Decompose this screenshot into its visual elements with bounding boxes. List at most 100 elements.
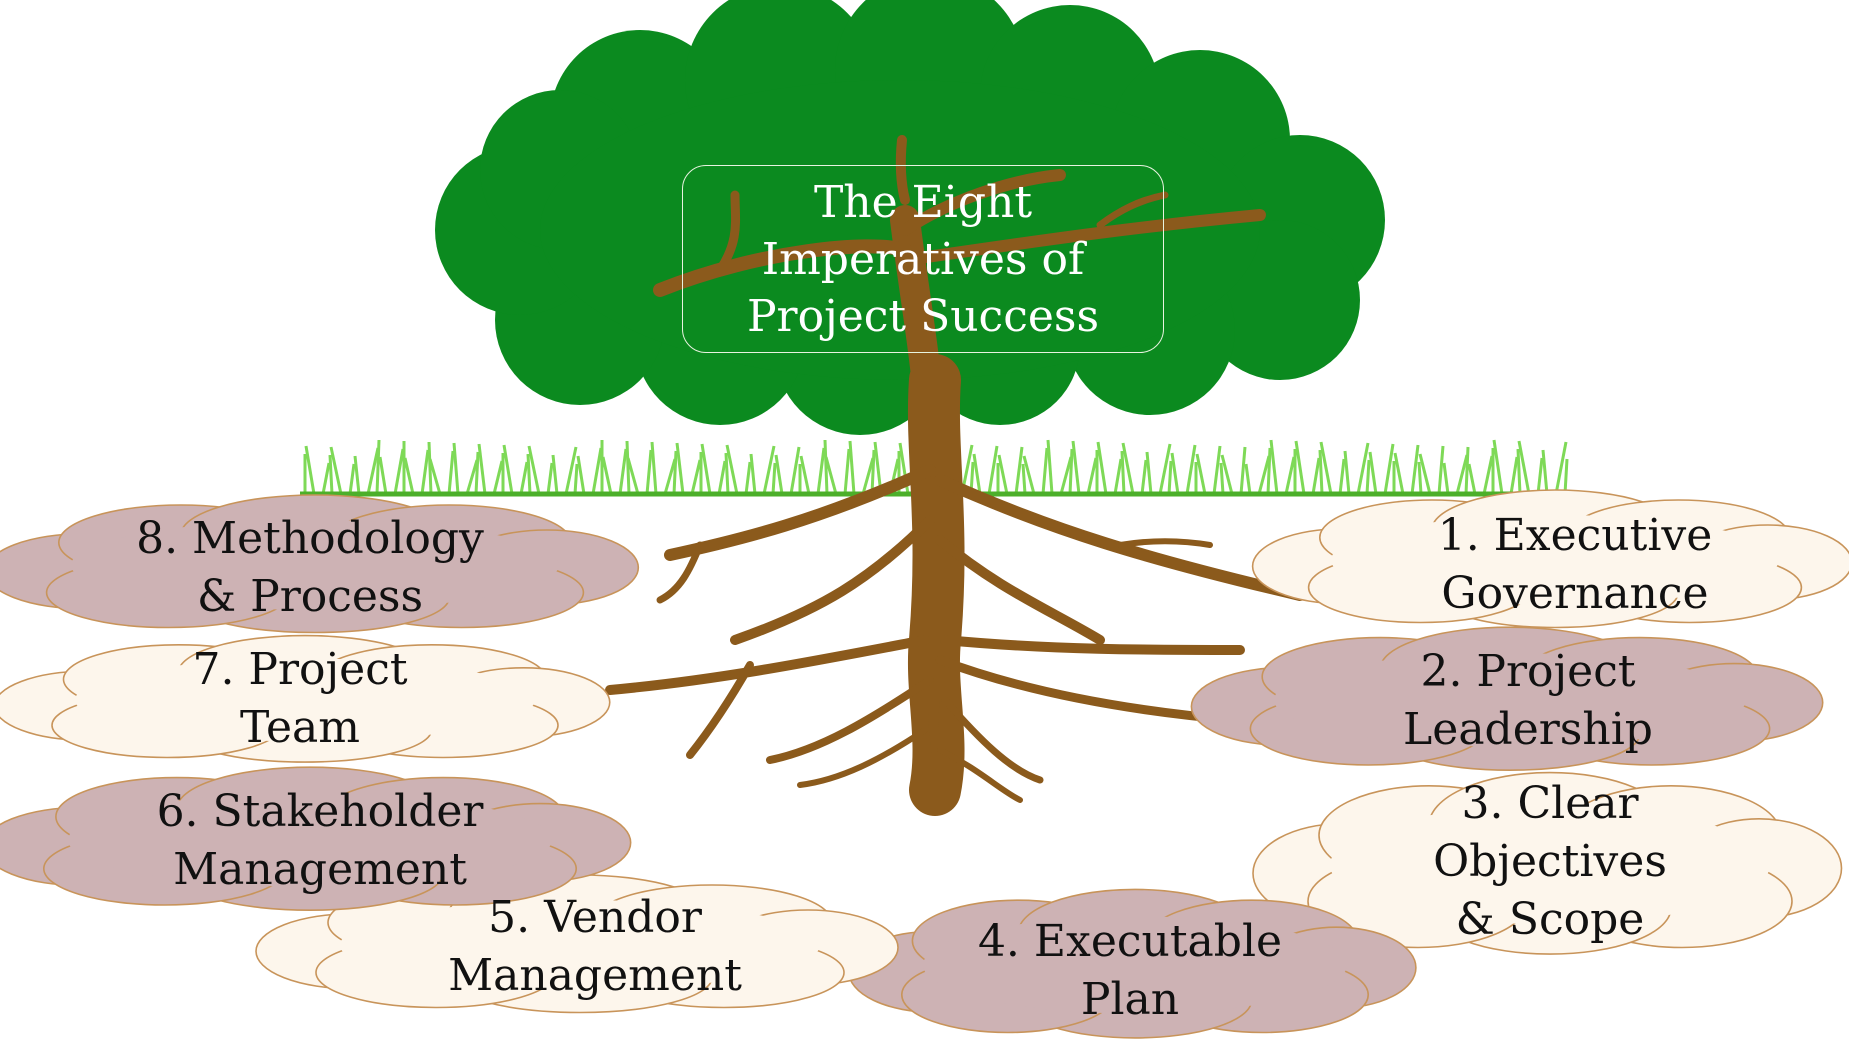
grass-blade [816, 447, 826, 495]
grass-blade [1219, 462, 1225, 495]
grass-blade [1442, 462, 1450, 495]
grass-blade [1563, 458, 1569, 495]
imperative-1-executive-governance: 1. Executive Governance [1438, 507, 1713, 623]
grass-blade [1365, 459, 1371, 495]
grass-blade [645, 449, 653, 495]
imperative-2-line-2: Leadership [1403, 704, 1653, 755]
grass-blade [987, 445, 999, 495]
grass-blade [771, 462, 777, 495]
imperative-1-line-1: 1. Executive [1437, 510, 1713, 561]
grass-blade [378, 456, 388, 495]
grass-blade [1170, 452, 1180, 495]
imperative-6-stakeholder-management: 6. Stakeholder Management [157, 783, 484, 899]
grass-blade [1482, 455, 1494, 495]
imperative-4-line-2: Plan [1080, 974, 1180, 1025]
grass-blade [1046, 439, 1054, 495]
imperative-8-line-1: 8. Methodology [136, 513, 484, 564]
imperative-2-project-leadership: 2. Project Leadership [1403, 643, 1653, 759]
grass-blade [1244, 463, 1252, 495]
imperative-2-line-1: 2. Project [1420, 646, 1636, 697]
grass-blade [1068, 448, 1074, 495]
grass-blade [823, 439, 829, 495]
grass-blade [526, 453, 532, 495]
grass-blade [1343, 450, 1351, 495]
title-text: The Eight Imperatives of Project Success [747, 174, 1099, 345]
grass-blade [1368, 451, 1378, 495]
grass-blade [348, 463, 356, 495]
grass-blade [870, 449, 876, 495]
grass-blade [1212, 445, 1222, 495]
grass-blade [1041, 447, 1049, 495]
grass-blade [724, 452, 730, 495]
imperative-8-line-2: & Process [196, 571, 424, 622]
grass-blade [1121, 442, 1135, 495]
cloud-shape-6 [0, 766, 632, 911]
grass-blade [1071, 440, 1081, 495]
grass-blade [1266, 447, 1272, 495]
grass-blade [1541, 449, 1549, 495]
cloud-shape-1 [1251, 489, 1849, 629]
grass-blade [749, 453, 757, 495]
grass-blade [1113, 458, 1123, 495]
grass-strip [303, 439, 1569, 495]
grass-blade [744, 461, 752, 495]
grass-blade [564, 446, 578, 495]
imperative-7-line-1: 7. Project [192, 644, 408, 695]
grass-blade [997, 454, 1009, 495]
grass-blade [675, 442, 685, 495]
grass-blade [591, 447, 603, 495]
grass-blade [1383, 443, 1395, 495]
imperative-3-clear-objectives: 3. Clear Objectives & Scope [1433, 775, 1667, 949]
grass-blade [403, 457, 415, 495]
grass-blade [393, 448, 405, 495]
grass-blade [1140, 459, 1148, 495]
cloud-shape-5 [255, 874, 899, 1014]
imperative-6-line-2: Management [173, 844, 467, 895]
grass-blade [420, 449, 430, 495]
grass-blade [1536, 457, 1544, 495]
grass-blade [717, 460, 727, 495]
grass-blade [304, 445, 316, 495]
grass-blade [1319, 441, 1333, 495]
grass-blade [824, 456, 838, 495]
grass-blade [1185, 444, 1197, 495]
grass-blade [1437, 445, 1445, 495]
imperative-3-line-3: & Scope [1455, 894, 1645, 945]
grass-blade [353, 455, 361, 495]
grass-blade [427, 441, 433, 495]
grass-blade [474, 451, 480, 495]
grass-blade [546, 462, 554, 495]
title-line-3: Project Success [746, 290, 1100, 342]
cloud-shape-8 [0, 494, 640, 634]
grass-blade [1418, 453, 1432, 495]
grass-blade [774, 454, 784, 495]
grass-blade [1311, 457, 1321, 495]
imperative-4-line-1: 4. Executable [977, 916, 1283, 967]
grass-blade [1195, 453, 1207, 495]
grass-blade [519, 461, 529, 495]
grass-blade [576, 455, 586, 495]
grass-blade [1120, 450, 1126, 495]
grass-blade [650, 441, 658, 495]
imperative-8-methodology-process: 8. Methodology & Process [136, 510, 484, 626]
grass-blade [1021, 463, 1027, 495]
imperative-5-vendor-management: 5. Vendor Management [448, 889, 742, 1005]
grass-blade [690, 459, 702, 495]
grass-blade [447, 450, 455, 495]
grass-blade [672, 450, 678, 495]
imperative-7-line-2: Team [240, 702, 360, 753]
cloud-shape-2 [1190, 626, 1824, 771]
imperative-3-line-2: Objectives [1433, 836, 1667, 887]
grass-blade [601, 456, 613, 495]
grass-blade [789, 446, 801, 495]
grass-blade [551, 454, 559, 495]
grass-blade [725, 444, 739, 495]
title-line-1: The Eight [813, 176, 1033, 228]
grass-blade [848, 440, 856, 495]
grass-blade [428, 458, 442, 495]
grass-blade [1167, 460, 1173, 495]
grass-blade [1269, 439, 1279, 495]
grass-blade [843, 448, 851, 495]
grass-blade [700, 443, 712, 495]
